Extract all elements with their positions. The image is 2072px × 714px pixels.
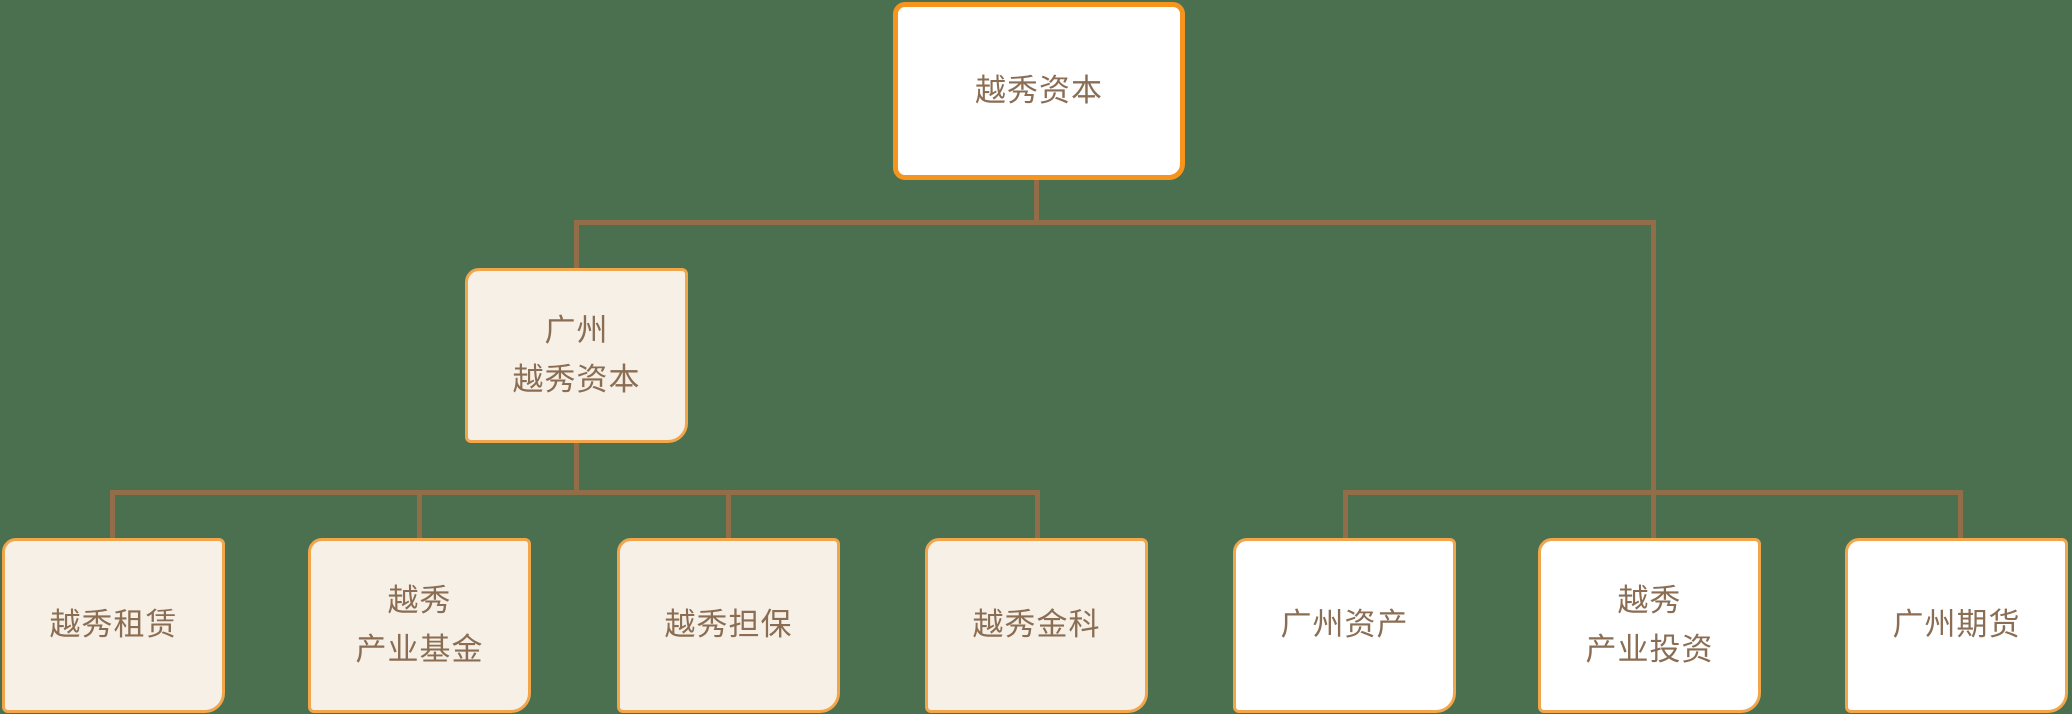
node-guangzhou-futures[interactable]: 广州期货	[1845, 538, 2068, 713]
node-label-line2: 越秀资本	[512, 361, 641, 398]
connector-child4-drop	[1035, 490, 1040, 540]
node-yuexiu-industrial-fund[interactable]: 越秀 产业基金	[308, 538, 531, 713]
node-label-line2: 产业基金	[355, 631, 484, 668]
connector-child7-drop	[1958, 490, 1963, 540]
connector-child2-drop	[417, 490, 422, 540]
node-label: 越秀租赁	[49, 607, 178, 644]
connector-left-parent-bottom	[574, 443, 579, 495]
node-label: 广州期货	[1892, 607, 2021, 644]
connector-child3-drop	[726, 490, 731, 540]
node-label: 越秀金科	[972, 607, 1101, 644]
node-label: 广州资产	[1280, 607, 1409, 644]
node-guangzhou-asset[interactable]: 广州资产	[1233, 538, 1456, 713]
node-label-line1: 越秀	[387, 583, 452, 620]
node-yuexiu-capital[interactable]: 越秀资本	[893, 2, 1185, 180]
connector-child5-drop	[1343, 490, 1348, 540]
connector-left-parent-top	[574, 220, 579, 268]
connector-right-group-horizontal	[1343, 490, 1961, 495]
node-label: 越秀担保	[664, 607, 793, 644]
node-label-line1: 广州	[544, 313, 609, 350]
connector-left-group-horizontal	[110, 490, 1040, 495]
node-yuexiu-guarantee[interactable]: 越秀担保	[617, 538, 840, 713]
connector-level1-horizontal	[574, 220, 1656, 225]
node-label-line2: 产业投资	[1585, 631, 1714, 668]
connector-right-branch-vertical	[1651, 220, 1656, 540]
connector-child1-drop	[110, 490, 115, 540]
node-yuexiu-industrial-investment[interactable]: 越秀 产业投资	[1538, 538, 1761, 713]
node-label: 越秀资本	[975, 72, 1103, 109]
node-guangzhou-yuexiu-capital[interactable]: 广州 越秀资本	[465, 268, 688, 443]
node-label-line1: 越秀	[1617, 583, 1682, 620]
node-yuexiu-leasing[interactable]: 越秀租赁	[2, 538, 225, 713]
connector-root-drop	[1034, 180, 1039, 225]
node-yuexiu-fintech[interactable]: 越秀金科	[925, 538, 1148, 713]
